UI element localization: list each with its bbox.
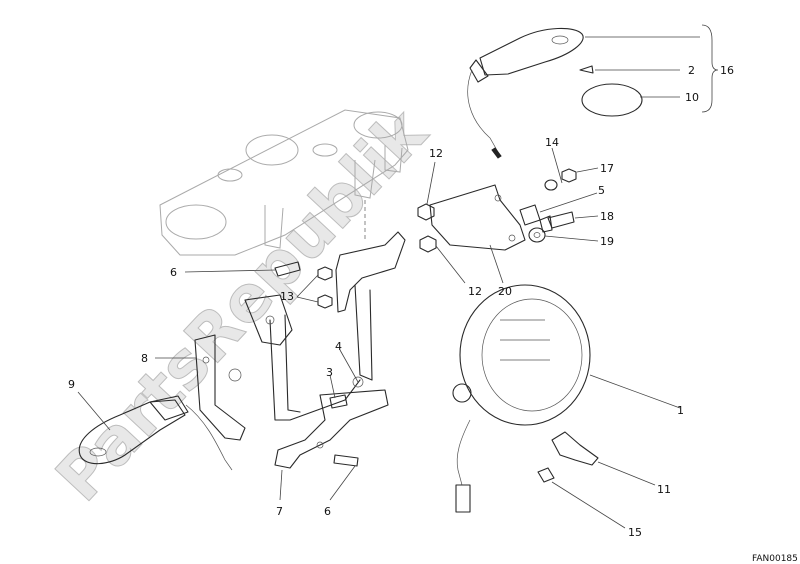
turn-signal-right	[467, 27, 584, 159]
callouts: 1 2 3 4 5 6 6 7 8 9 10 11 12 12 13 14 15…	[68, 64, 734, 539]
callout-12-lower: 12	[468, 285, 482, 298]
callout-9: 9	[68, 378, 75, 391]
nut-12-upper	[417, 203, 435, 221]
signal-bulb-2	[579, 65, 594, 74]
parking-bulb-15	[537, 467, 555, 483]
headlight-support-bracket	[244, 231, 406, 421]
callout-2: 2	[688, 64, 695, 77]
upper-triple-clamp	[159, 109, 409, 256]
callout-1: 1	[677, 404, 684, 417]
callout-5: 5	[598, 184, 605, 197]
callout-10: 10	[685, 91, 699, 104]
lower-mount-plate	[274, 376, 389, 469]
watermark-text: PartsRepublik	[43, 95, 442, 516]
headlight-bracket-20	[429, 184, 526, 251]
nut-17	[561, 168, 577, 183]
grommet-5	[519, 204, 541, 226]
washer-14	[544, 179, 558, 191]
callout-8: 8	[141, 352, 148, 365]
callout-18: 18	[600, 210, 614, 223]
headlight-1	[452, 284, 591, 513]
nut-12-lower	[419, 235, 437, 253]
bolt-6-upper	[274, 261, 301, 277]
callout-6-lower: 6	[324, 505, 331, 518]
diagram-code: FAN00185	[752, 554, 798, 564]
bolt-6-lower	[333, 454, 359, 467]
nuts-13	[317, 266, 333, 309]
callout-17: 17	[600, 162, 614, 175]
callout-6-upper: 6	[170, 266, 177, 279]
callout-13: 13	[280, 290, 294, 303]
callout-11: 11	[657, 483, 671, 496]
callout-4: 4	[335, 340, 342, 353]
callout-12-upper: 12	[429, 147, 443, 160]
callout-16: 16	[720, 64, 734, 77]
callout-20: 20	[498, 285, 512, 298]
turn-signal-left	[78, 395, 233, 471]
headlight-bulb-11	[551, 431, 599, 466]
watermark: PartsRepublik	[42, 95, 442, 517]
bolt-3	[329, 394, 348, 409]
washer-19	[528, 227, 546, 243]
callout-19: 19	[600, 235, 614, 248]
callout-14: 14	[545, 136, 559, 149]
signal-lens-10	[581, 83, 643, 117]
callout-7: 7	[276, 505, 283, 518]
leader-lines	[77, 24, 719, 529]
signal-bracket-8	[194, 334, 246, 441]
bolt-18	[539, 211, 575, 233]
callout-3: 3	[326, 366, 333, 379]
callout-15: 15	[628, 526, 642, 539]
